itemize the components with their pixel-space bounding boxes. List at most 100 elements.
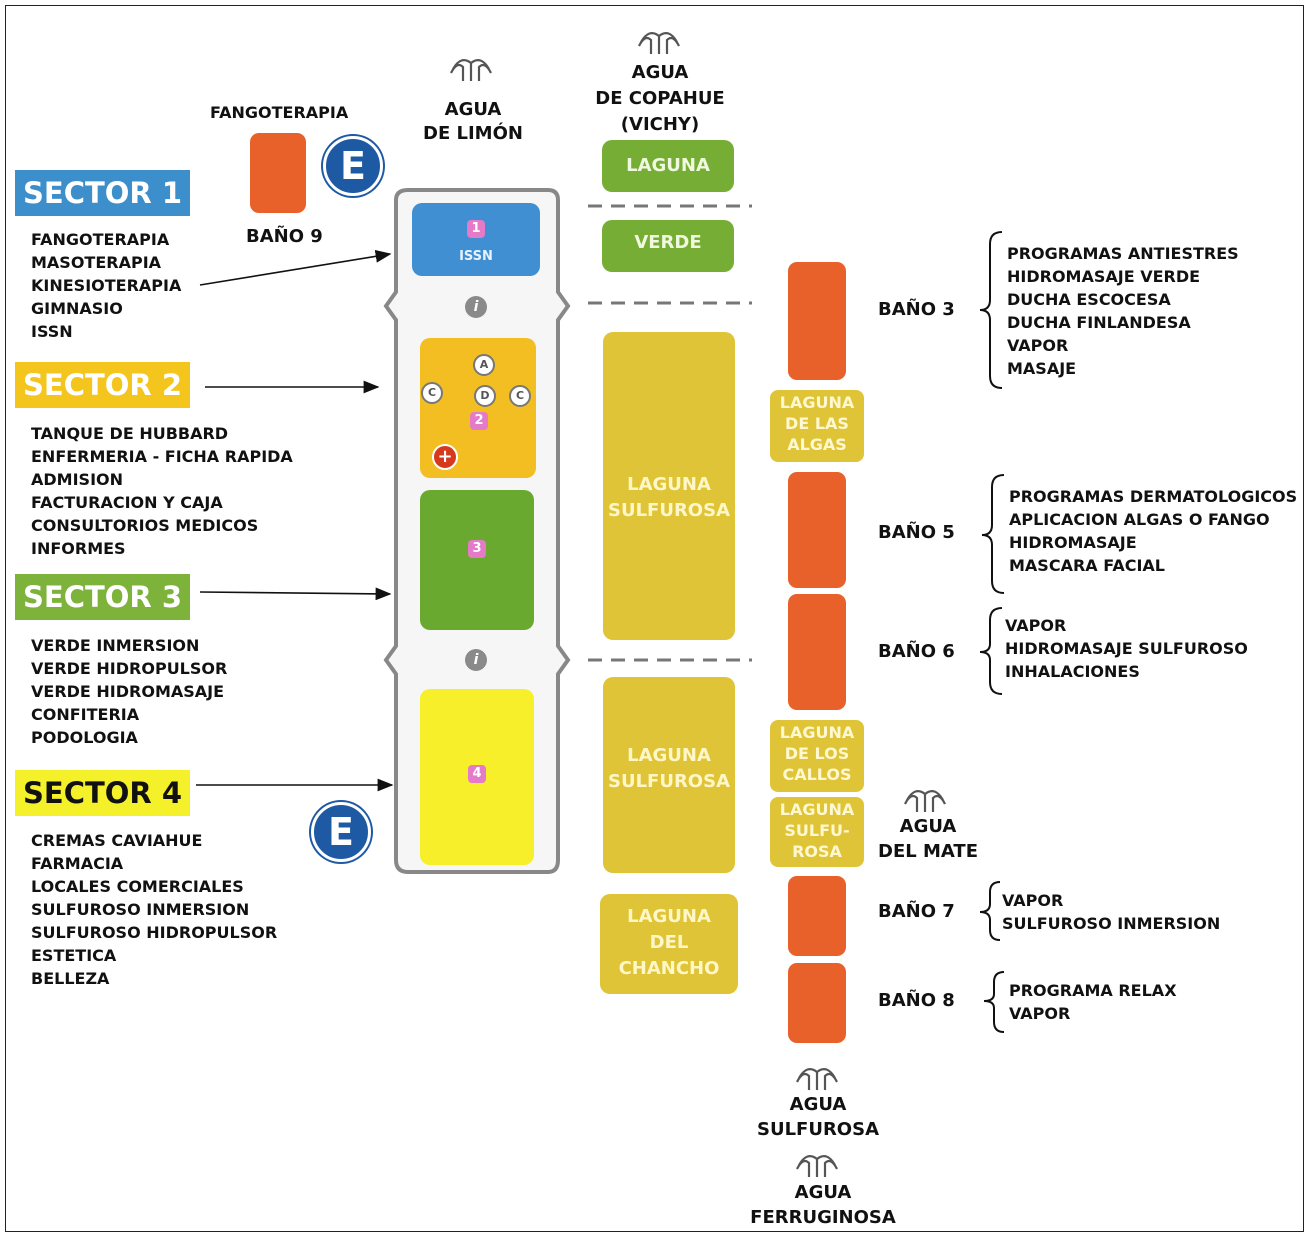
spring-sulfurosa-line1: AGUA [789, 1094, 847, 1115]
entrance-bottom-icon[interactable]: E [311, 802, 371, 862]
bano5-label: BAÑO 5 [878, 522, 955, 543]
laguna-sulfurosa-upper-line2: SULFUROSA [607, 500, 731, 521]
marker-d[interactable]: D [474, 385, 496, 407]
bano7-service: VAPOR [1002, 891, 1064, 910]
bano3-service: PROGRAMAS ANTIESTRES [1007, 244, 1239, 263]
sector-3-item: PODOLOGIA [31, 728, 138, 747]
bano7-service: SULFUROSO INMERSION [1002, 914, 1221, 933]
fountain-icon-limon [450, 59, 492, 81]
info-icon-bottom[interactable]: i [465, 649, 487, 671]
bano3-building[interactable] [788, 262, 846, 380]
laguna-sulfurosa-upper[interactable]: LAGUNA SULFUROSA [603, 332, 735, 640]
laguna-sulfurosa-lower[interactable]: LAGUNA SULFUROSA [603, 677, 735, 873]
sector-2-list: TANQUE DE HUBBARD ENFERMERIA - FICHA RAP… [31, 422, 293, 560]
bano6-service: INHALACIONES [1005, 662, 1140, 681]
spring-limon-line1: AGUA [444, 99, 502, 120]
arrow-sector-1 [199, 250, 392, 286]
brace-bano7 [979, 881, 1001, 941]
sector-4-item: LOCALES COMERCIALES [31, 877, 244, 896]
bano8-label: BAÑO 8 [878, 990, 955, 1011]
spring-copahue-line2: DE COPAHUE [595, 88, 725, 109]
bano5-building[interactable] [788, 472, 846, 588]
sector-1-title[interactable]: SECTOR 1 [15, 170, 191, 216]
spring-mate-line2: DEL MATE [878, 841, 978, 862]
sector-1-item: KINESIOTERAPIA [31, 276, 182, 295]
brace-bano6 [979, 607, 1003, 695]
block-3[interactable]: 3 [420, 490, 534, 630]
spring-limon: AGUA DE LIMÓN [415, 98, 531, 146]
spring-sulfurosa-line2: SULFUROSA [756, 1119, 880, 1140]
laguna-chancho-line2: DEL [649, 932, 689, 953]
laguna-verde-bottom[interactable]: VERDE [602, 220, 734, 272]
map-frame [5, 5, 1304, 1232]
laguna-chancho-line3: CHANCHO [618, 958, 720, 979]
first-aid-icon[interactable]: + [432, 444, 458, 470]
sector-2-item: ENFERMERIA - FICHA RAPIDA [31, 447, 293, 466]
spring-mate: AGUA DEL MATE [868, 814, 988, 864]
fountain-icon-mate [904, 790, 946, 812]
sector-2-item: FACTURACION Y CAJA [31, 493, 223, 512]
sector-4-item: BELLEZA [31, 969, 110, 988]
laguna-sulfu-line1: LAGUNA [779, 800, 855, 819]
bano9-label: BAÑO 9 [246, 226, 323, 247]
bano8-building[interactable] [788, 963, 846, 1043]
laguna-del-chancho-label: LAGUNA DEL CHANCHO [600, 904, 738, 982]
block-1-number: 1 [467, 220, 485, 238]
bano6-service: HIDROMASAJE SULFUROSO [1005, 639, 1248, 658]
bano5-services: PROGRAMAS DERMATOLOGICOS APLICACION ALGA… [1009, 485, 1297, 577]
block-3-number: 3 [468, 540, 486, 558]
arrow-sector-3 [199, 587, 392, 601]
sector-1-item: ISSN [31, 322, 73, 341]
laguna-sulfu-rosa[interactable]: LAGUNA SULFU- ROSA [770, 797, 864, 867]
sector-2-title[interactable]: SECTOR 2 [15, 362, 191, 408]
laguna-callos-line1: LAGUNA [779, 723, 855, 742]
sector-1-item: MASOTERAPIA [31, 253, 162, 272]
sector-4-item: SULFUROSO HIDROPULSOR [31, 923, 278, 942]
laguna-verde-bottom-label: VERDE [634, 232, 702, 253]
laguna-sulfu-line3: ROSA [792, 842, 842, 861]
sector-1-item: GIMNASIO [31, 299, 123, 318]
bano9-building[interactable] [250, 133, 306, 213]
bano7-services: VAPOR SULFUROSO INMERSION [1002, 889, 1220, 935]
bano3-service: MASAJE [1007, 359, 1077, 378]
sector-4-list: CREMAS CAVIAHUE FARMACIA LOCALES COMERCI… [31, 829, 277, 990]
sector-4-title[interactable]: SECTOR 4 [15, 770, 191, 816]
spring-copahue: AGUA DE COPAHUE (VICHY) [590, 60, 730, 138]
laguna-del-chancho[interactable]: LAGUNA DEL CHANCHO [600, 894, 738, 994]
block-4[interactable]: 4 [420, 689, 534, 865]
laguna-de-las-algas[interactable]: LAGUNA DE LAS ALGAS [770, 390, 864, 462]
block-4-number: 4 [468, 765, 486, 783]
sector-1-item: FANGOTERAPIA [31, 230, 170, 249]
brace-bano3 [979, 231, 1003, 389]
bano6-building[interactable] [788, 594, 846, 710]
bano8-service: PROGRAMA RELAX [1009, 981, 1177, 1000]
block-2[interactable]: A C D C 2 + [420, 338, 536, 478]
bano7-building[interactable] [788, 876, 846, 956]
sector-3-title[interactable]: SECTOR 3 [15, 574, 191, 620]
marker-c-left[interactable]: C [421, 382, 443, 404]
spring-ferruginosa: AGUA FERRUGINOSA [738, 1180, 908, 1230]
marker-c-right[interactable]: C [509, 385, 531, 407]
fountain-icon-copahue [638, 32, 680, 54]
info-icon-top[interactable]: i [465, 296, 487, 318]
fountain-icon-sulfurosa [796, 1068, 838, 1090]
sector-2-item: TANQUE DE HUBBARD [31, 424, 229, 443]
marker-a[interactable]: A [473, 354, 495, 376]
sector-2-item: INFORMES [31, 539, 126, 558]
laguna-algas-line1: LAGUNA [779, 393, 855, 412]
bano5-service: MASCARA FACIAL [1009, 556, 1165, 575]
entrance-top-icon[interactable]: E [323, 136, 383, 196]
laguna-sulfu-line2: SULFU- [784, 821, 850, 840]
sector-4-item: FARMACIA [31, 854, 124, 873]
bano6-services: VAPOR HIDROMASAJE SULFUROSO INHALACIONES [1005, 614, 1248, 683]
block-1-label: ISSN [459, 249, 493, 264]
block-1-issn[interactable]: 1 ISSN [412, 203, 540, 276]
bano3-service: VAPOR [1007, 336, 1069, 355]
bano3-service: DUCHA ESCOCESA [1007, 290, 1171, 309]
laguna-verde-top[interactable]: LAGUNA [602, 140, 734, 192]
fangoterapia-label: FANGOTERAPIA [210, 103, 349, 122]
bano5-service: PROGRAMAS DERMATOLOGICOS [1009, 487, 1298, 506]
laguna-de-los-callos[interactable]: LAGUNA DE LOS CALLOS [770, 720, 864, 792]
spring-copahue-line1: AGUA [631, 62, 689, 83]
bano6-label: BAÑO 6 [878, 641, 955, 662]
